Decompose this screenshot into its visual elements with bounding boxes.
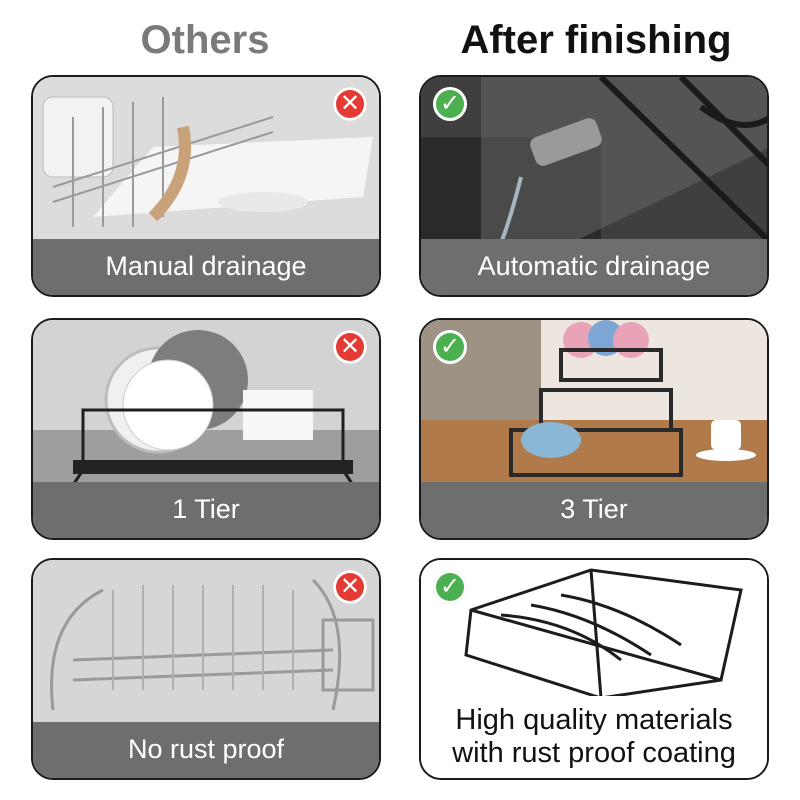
- one-tier-card: ✕ 1 Tier: [31, 318, 381, 540]
- three-tier-card: ✓ 3 Tier: [419, 318, 769, 540]
- black-wire-rack-photo: [421, 560, 767, 700]
- automatic-drainage-card: ✓ Automatic drainage: [419, 75, 769, 297]
- dish-rack-manual-drainage-photo: [33, 77, 379, 243]
- cross-icon: ✕: [333, 330, 367, 364]
- after-finishing-header: After finishing: [460, 18, 732, 62]
- cross-icon: ✕: [333, 570, 367, 604]
- rust-proof-label-line1: High quality materials: [455, 703, 733, 736]
- one-tier-label: 1 Tier: [33, 482, 379, 538]
- automatic-drainage-label: Automatic drainage: [421, 239, 767, 295]
- rusty-rack-photo: [33, 560, 379, 726]
- no-rust-proof-label: No rust proof: [33, 722, 379, 778]
- rust-proof-label: High quality materials with rust proof c…: [421, 696, 767, 778]
- check-icon: ✓: [433, 570, 467, 604]
- rust-proof-label-line2: with rust proof coating: [452, 737, 736, 769]
- others-header: Others: [140, 18, 270, 62]
- one-tier-rack-photo: [33, 320, 379, 486]
- check-icon: ✓: [433, 87, 467, 121]
- rust-proof-card: ✓ High quality materials with rust proof…: [419, 558, 769, 780]
- no-rust-proof-card: ✕ No rust proof: [31, 558, 381, 780]
- three-tier-rack-photo: [421, 320, 767, 486]
- cross-icon: ✕: [333, 87, 367, 121]
- sink-spout-drainage-photo: [421, 77, 767, 243]
- manual-drainage-label: Manual drainage: [33, 239, 379, 295]
- manual-drainage-card: ✕ Manual drainage: [31, 75, 381, 297]
- check-icon: ✓: [433, 330, 467, 364]
- three-tier-label: 3 Tier: [421, 482, 767, 538]
